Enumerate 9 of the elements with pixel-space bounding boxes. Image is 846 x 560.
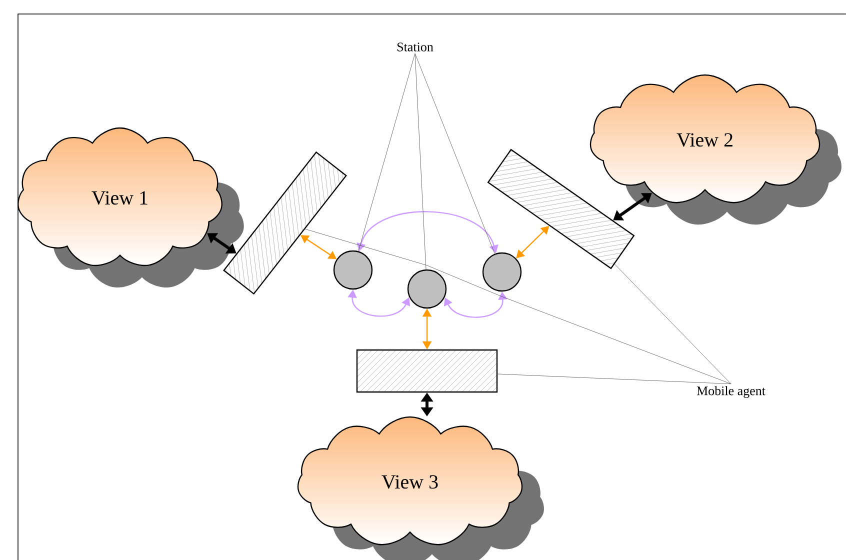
cloud: View 2 [590, 74, 842, 225]
cloud: View 3 [297, 416, 544, 560]
circle [482, 252, 522, 292]
label: Mobile agent [696, 386, 766, 398]
circle [333, 250, 373, 290]
cloud: View 1 [18, 127, 244, 288]
circle [407, 269, 447, 309]
hatched-panel [356, 349, 498, 393]
label: Station [397, 42, 434, 52]
